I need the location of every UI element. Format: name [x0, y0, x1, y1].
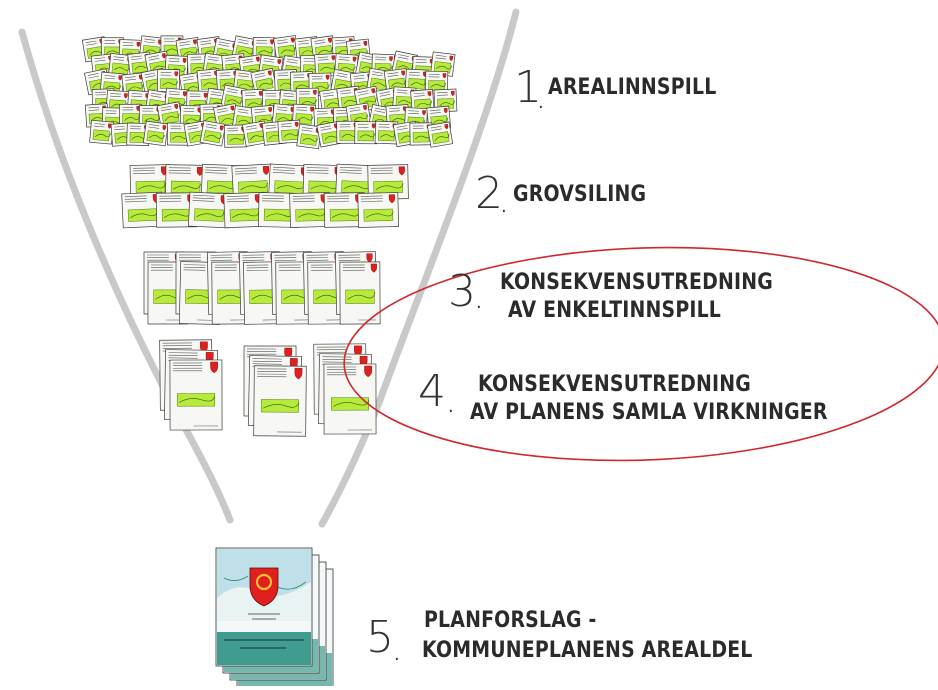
area-submissions-pile — [82, 35, 457, 148]
step-dot: . — [448, 396, 454, 417]
submission-document — [324, 364, 376, 434]
step-number: 2 — [475, 172, 503, 216]
submission-document — [358, 192, 399, 227]
impact-assessment-combined-pile — [160, 340, 376, 436]
step-subtitle: AV PLANENS SAMLA VIRKNINGER — [470, 400, 828, 425]
final-plan-document-stack — [216, 548, 333, 686]
submission-document — [200, 121, 226, 147]
step-title: PLANFORSLAG - — [424, 608, 597, 633]
submission-document — [427, 122, 452, 147]
step-title: KONSEKVENSUTREDNING — [500, 270, 773, 295]
submission-document — [170, 360, 222, 430]
step-dot: . — [501, 196, 507, 217]
submission-document — [143, 121, 168, 146]
final-plan-document — [216, 548, 312, 666]
step-title: KONSEKVENSUTREDNING — [478, 372, 751, 397]
step-dot: . — [538, 92, 544, 113]
step-subtitle: KOMMUNEPLANENS AREALDEL — [422, 638, 753, 663]
submission-document — [90, 120, 114, 144]
step-title: GROVSILING — [513, 182, 646, 207]
impact-assessment-individual-pile — [144, 252, 380, 325]
step-number: 5 — [366, 616, 394, 660]
step-title: AREALINNSPILL — [548, 75, 716, 100]
submission-document — [355, 122, 377, 144]
submission-document — [340, 262, 380, 324]
submission-document — [254, 366, 307, 436]
step-subtitle: AV ENKELTINNSPILL — [508, 298, 721, 323]
step-number: 4 — [418, 370, 446, 414]
step-dot: . — [394, 644, 400, 665]
coarse-screening-pile — [122, 164, 409, 228]
step-dot: . — [476, 292, 482, 313]
step-number: 3 — [448, 270, 476, 314]
